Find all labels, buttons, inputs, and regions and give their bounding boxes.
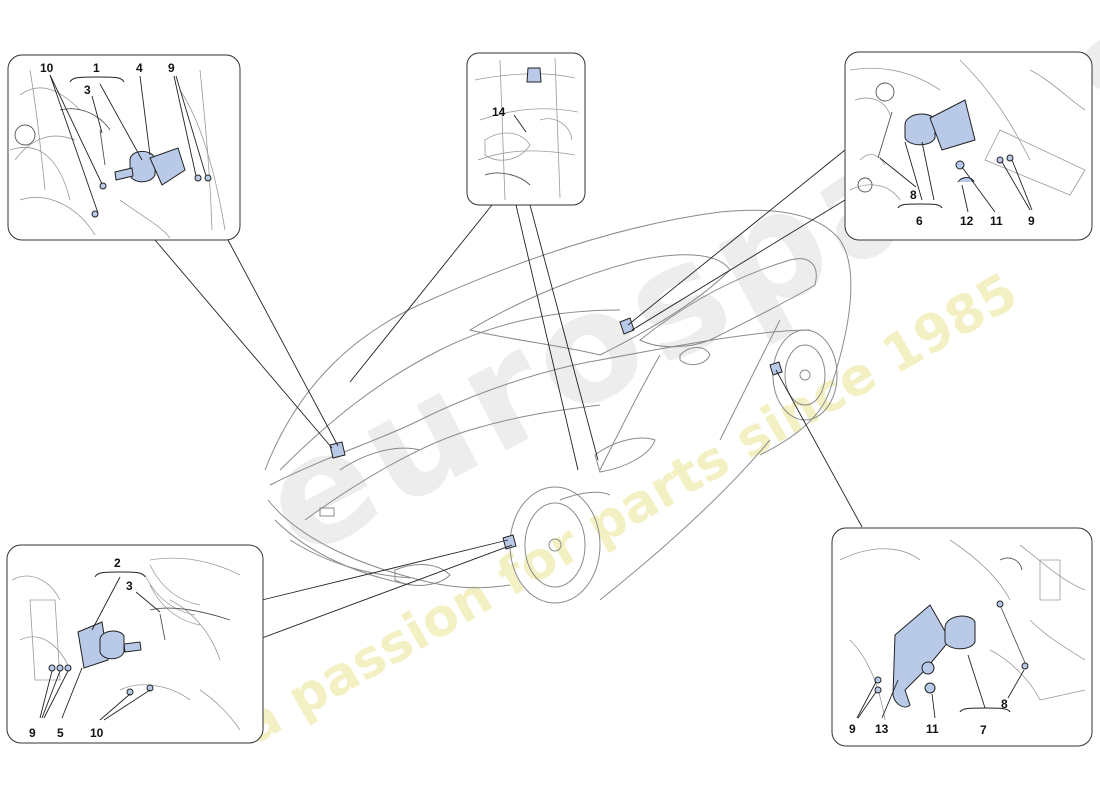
label-9: 9	[29, 726, 36, 740]
label-9: 9	[168, 61, 175, 75]
label-6: 6	[916, 214, 923, 228]
label-9: 9	[1028, 214, 1035, 228]
label-10: 10	[90, 726, 104, 740]
panel-top-center: 14	[466, 52, 586, 206]
label-3: 3	[84, 83, 91, 97]
label-13: 13	[875, 722, 889, 736]
panel-top-right: 8 6 12 11 9	[844, 51, 1093, 241]
label-7: 7	[980, 723, 987, 737]
label-3: 3	[126, 579, 133, 593]
label-14: 14	[492, 105, 506, 119]
label-9: 9	[849, 722, 856, 736]
leader-lines	[154, 149, 863, 639]
label-12: 12	[960, 214, 974, 228]
label-4: 4	[136, 61, 143, 75]
panel-top-left: 10 1 3 4 9	[7, 54, 241, 241]
label-8: 8	[1001, 697, 1008, 711]
panel-bottom-right: 9 13 11 7 8	[831, 527, 1093, 747]
label-8: 8	[910, 188, 917, 202]
label-11: 11	[990, 214, 1003, 228]
label-11: 11	[926, 722, 939, 736]
label-10: 10	[40, 61, 54, 75]
label-1: 1	[93, 61, 100, 75]
car-outline	[264, 209, 852, 604]
label-2: 2	[114, 556, 121, 570]
panel-bottom-left: 2 3 9 5 10	[6, 544, 264, 744]
label-5: 5	[57, 726, 64, 740]
